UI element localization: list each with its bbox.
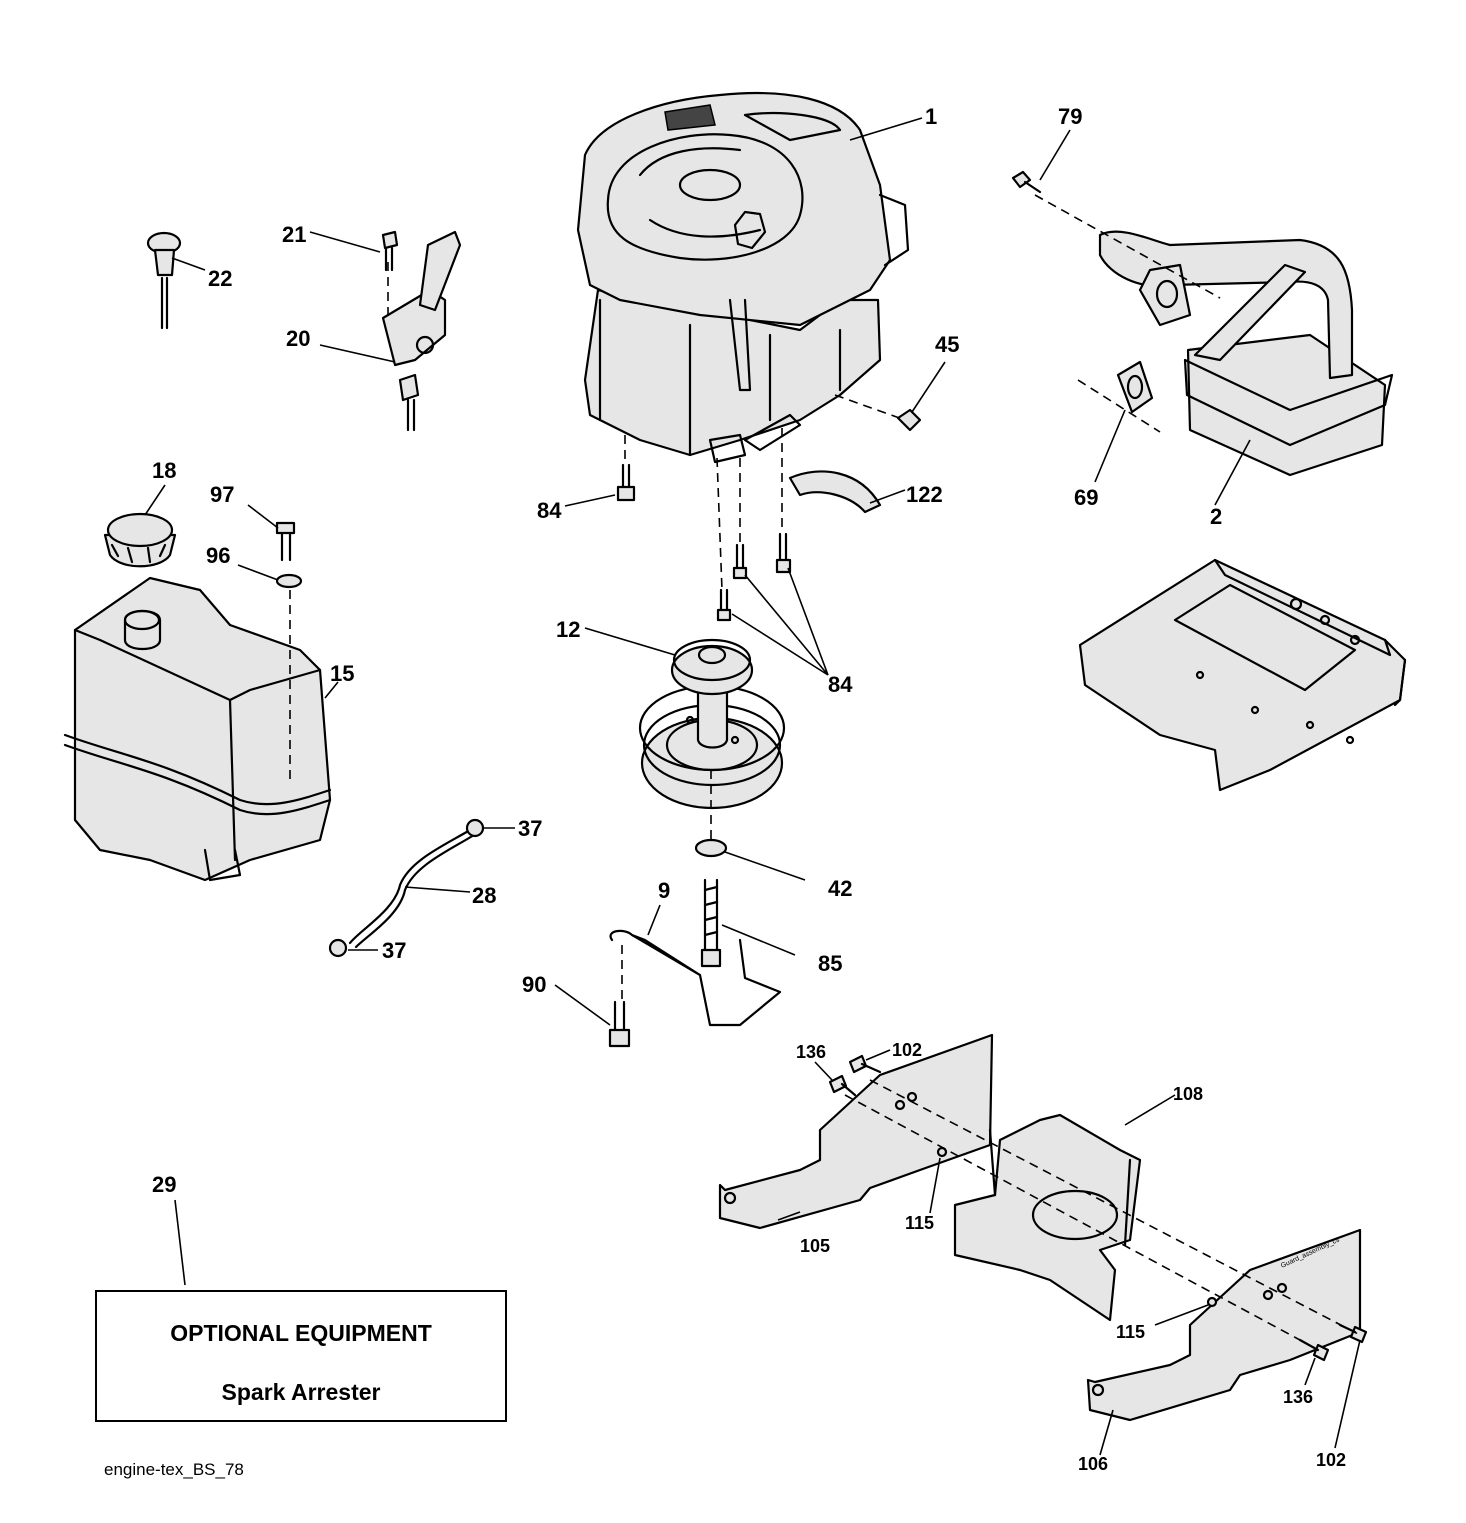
callout-45: 45 <box>935 332 959 357</box>
engine-pulley <box>638 638 786 810</box>
callout-18: 18 <box>152 458 176 483</box>
bolt-85 <box>700 878 722 968</box>
engine <box>576 92 910 464</box>
fuel-tank <box>63 576 332 882</box>
callout-136-lower: 136 <box>1283 1387 1313 1407</box>
callout-9: 9 <box>658 878 670 903</box>
callout-136-upper: 136 <box>796 1042 826 1062</box>
bolt-84-engine <box>616 463 636 502</box>
callout-37-upper: 37 <box>518 816 542 841</box>
optional-equipment-title: OPTIONAL EQUIPMENT <box>170 1320 432 1346</box>
callout-106: 106 <box>1078 1454 1108 1474</box>
callout-69: 69 <box>1074 485 1098 510</box>
muffler <box>1098 230 1394 477</box>
callout-1: 1 <box>925 104 937 129</box>
nut-45 <box>896 408 922 432</box>
callout-105: 105 <box>800 1236 830 1256</box>
drawing-id: engine-tex_BS_78 <box>104 1460 244 1479</box>
optional-equipment-item: Spark Arrester <box>221 1379 381 1405</box>
callout-2: 2 <box>1210 504 1222 529</box>
callout-108: 108 <box>1173 1084 1203 1104</box>
callout-84-pulley: 84 <box>828 672 853 697</box>
deflector-shield <box>788 470 882 514</box>
bolts-84-pulley <box>716 532 792 622</box>
callout-85: 85 <box>818 951 842 976</box>
washer-42 <box>694 838 728 858</box>
exhaust-gasket <box>1116 360 1154 414</box>
callout-90: 90 <box>522 972 546 997</box>
callout-115-upper: 115 <box>905 1213 934 1233</box>
bolt-90 <box>608 1000 631 1048</box>
callout-labels: 1 79 21 22 20 45 18 97 96 84 122 69 2 12… <box>152 104 1346 1474</box>
callout-97: 97 <box>210 482 234 507</box>
callout-115-lower: 115 <box>1116 1322 1145 1342</box>
callout-122: 122 <box>906 482 943 507</box>
callout-12: 12 <box>556 617 580 642</box>
belt-guide <box>609 929 782 1027</box>
leader-lines <box>144 117 1361 1456</box>
callout-20: 20 <box>286 326 310 351</box>
callout-21: 21 <box>282 222 306 247</box>
guard-plate-106 <box>1086 1228 1362 1422</box>
callout-84-engine: 84 <box>537 498 562 523</box>
callout-29: 29 <box>152 1172 176 1197</box>
choke-knob <box>146 231 182 330</box>
callout-37-lower: 37 <box>382 938 406 963</box>
guard-shroud-108 <box>953 1113 1142 1322</box>
hose-clamp-lower <box>328 938 348 958</box>
callout-42: 42 <box>828 876 852 901</box>
callout-102-upper: 102 <box>892 1040 922 1060</box>
throttle-control <box>381 230 462 432</box>
optional-equipment-box: OPTIONAL EQUIPMENT Spark Arrester <box>95 1290 507 1422</box>
engine-mounting-plate <box>1078 558 1407 792</box>
callout-96: 96 <box>206 543 230 568</box>
bolts-guard <box>828 1054 1368 1362</box>
callout-79: 79 <box>1058 104 1082 129</box>
callout-28: 28 <box>472 883 496 908</box>
callout-22: 22 <box>208 266 232 291</box>
bolt-97 <box>275 521 296 562</box>
callout-102-lower: 102 <box>1316 1450 1346 1470</box>
washer-96 <box>275 573 303 589</box>
bolt-79 <box>1011 170 1042 194</box>
fuel-cap <box>103 512 177 568</box>
callout-15: 15 <box>330 661 354 686</box>
hose-clamp-upper <box>465 818 485 838</box>
fuel-line <box>348 828 472 945</box>
